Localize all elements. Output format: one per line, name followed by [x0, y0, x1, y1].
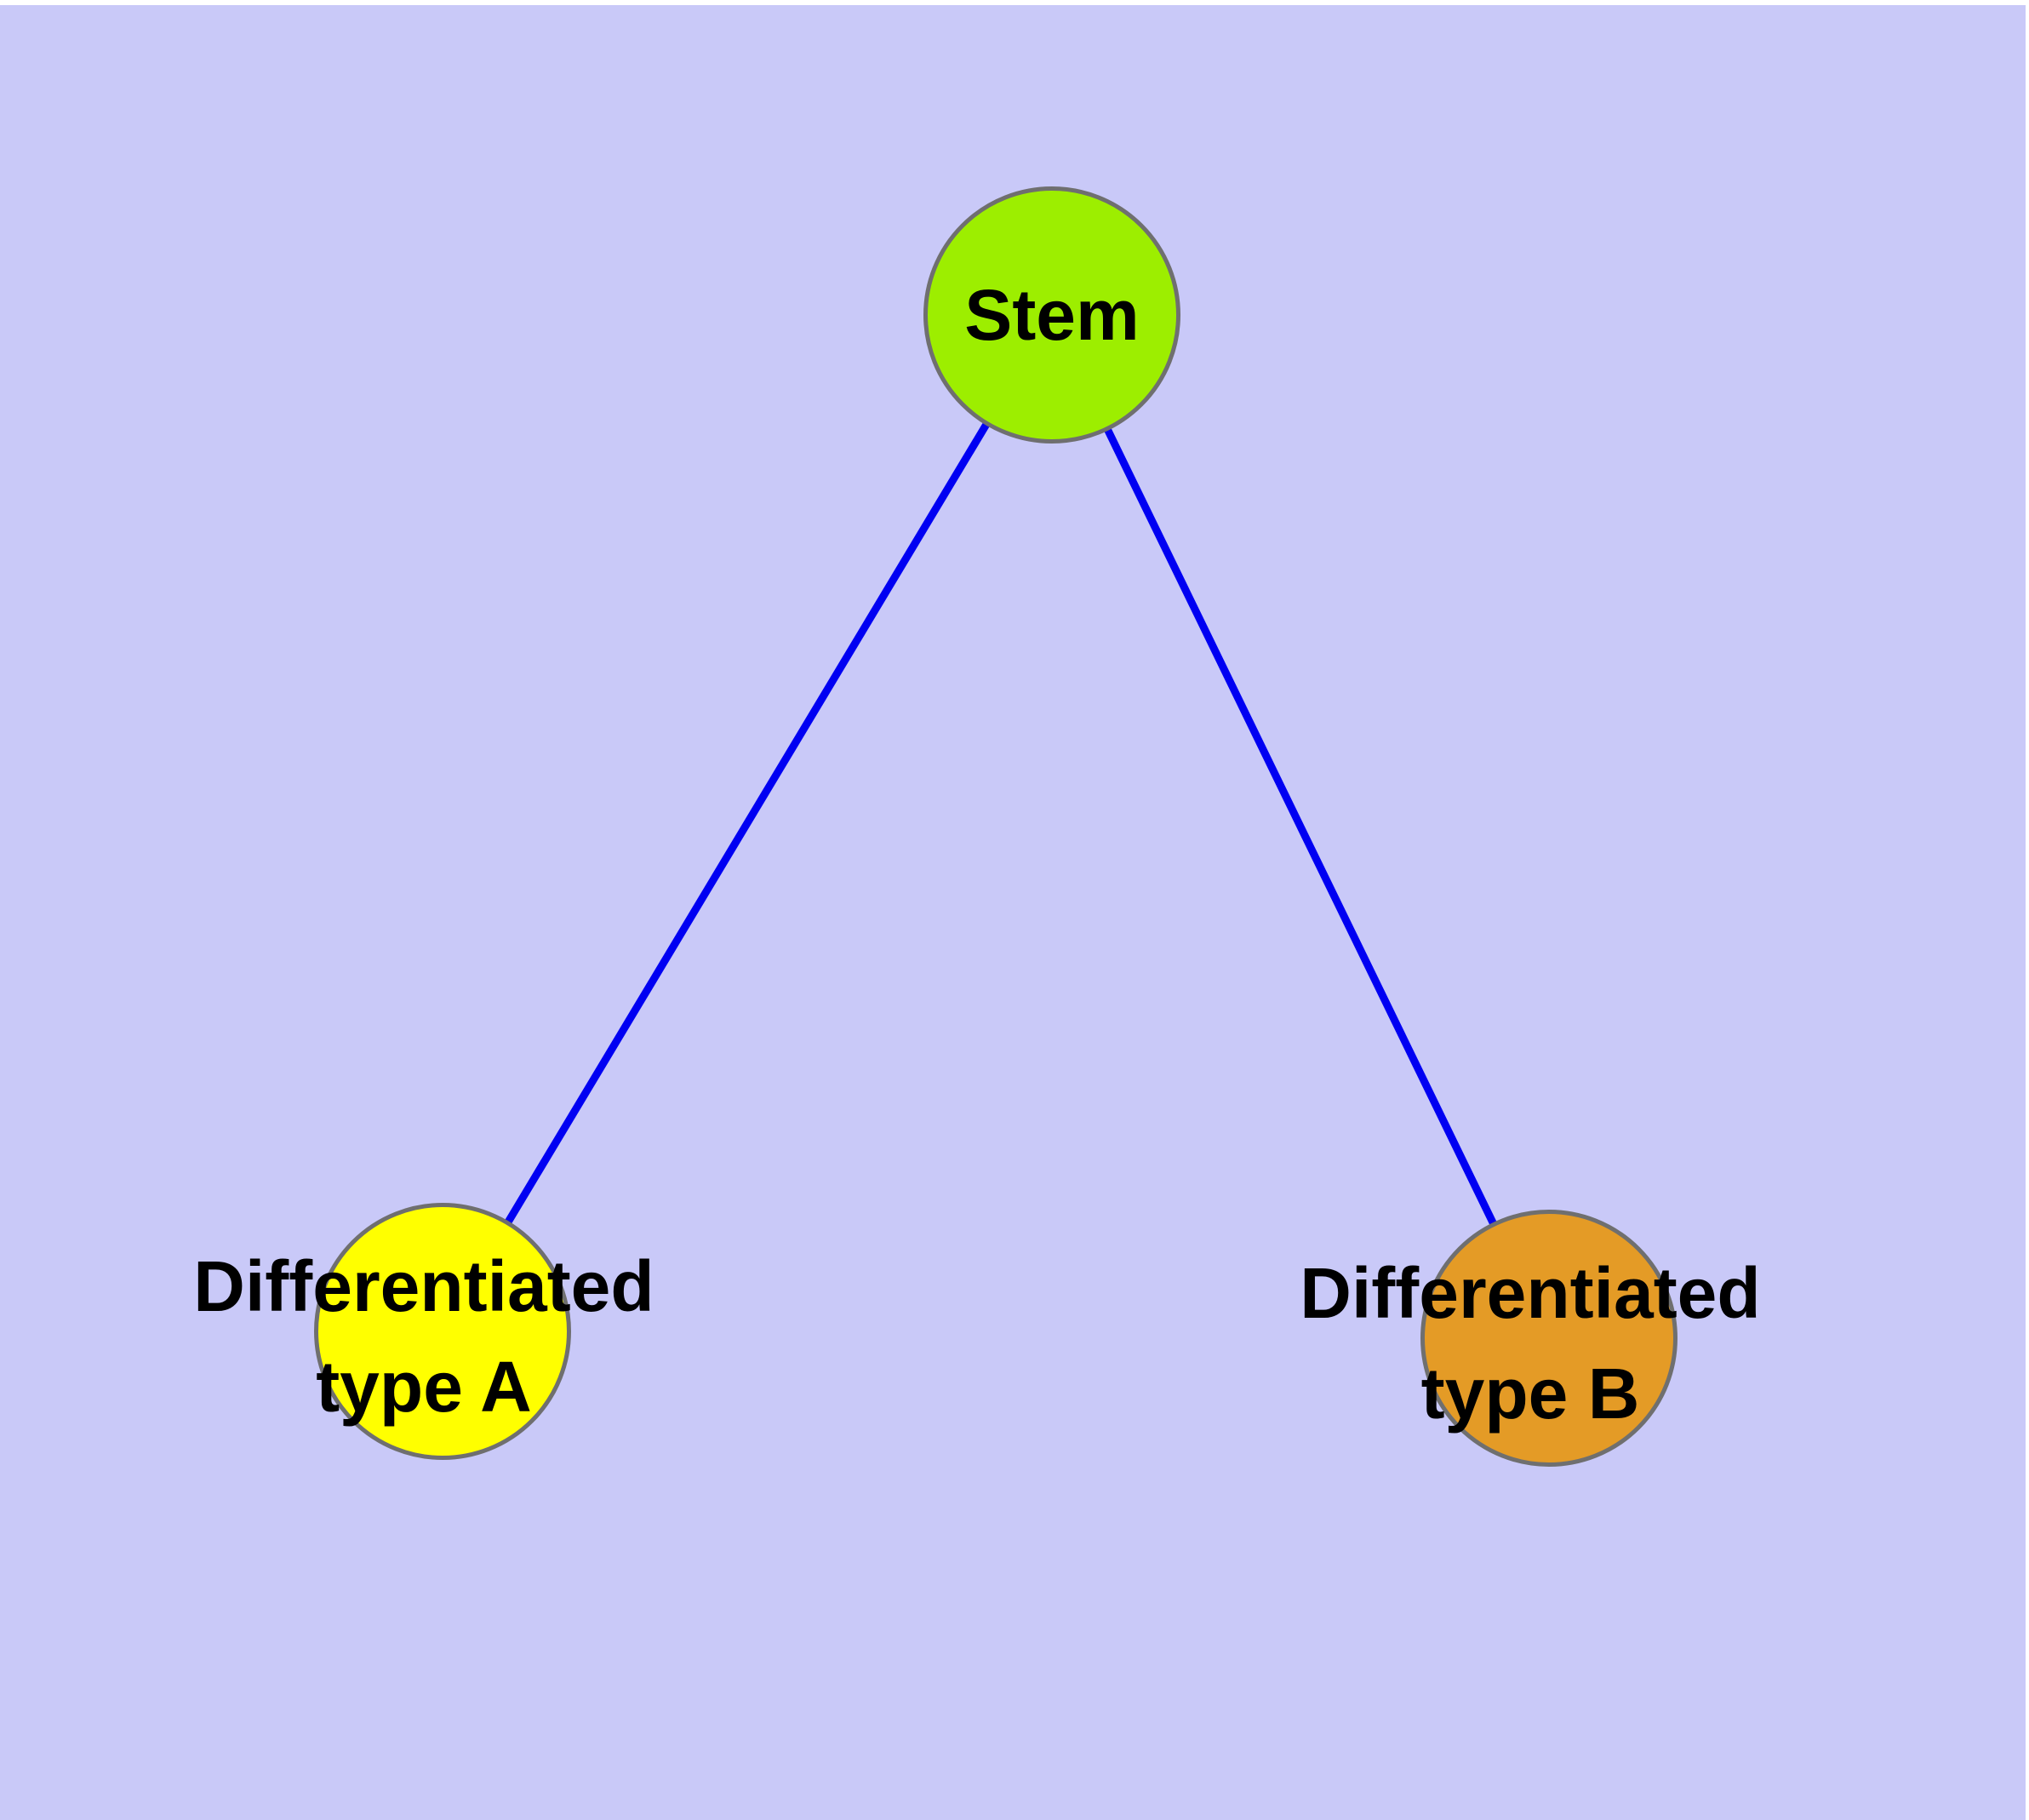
node-a-label-line2: type A: [316, 1347, 532, 1427]
node-differentiated-type-a-label: Differentiated type A: [41, 1236, 807, 1437]
node-stem-label: Stem: [964, 275, 1140, 355]
node-differentiated-type-a: [314, 1203, 571, 1460]
node-a-label-line1: Differentiated: [193, 1246, 654, 1326]
node-differentiated-type-b: [1420, 1210, 1677, 1467]
node-b-label-line2: type B: [1420, 1354, 1640, 1434]
node-b-label-line1: Differentiated: [1300, 1253, 1761, 1333]
node-stem: Stem: [923, 186, 1180, 444]
node-differentiated-type-b-label: Differentiated type B: [1147, 1243, 1913, 1444]
